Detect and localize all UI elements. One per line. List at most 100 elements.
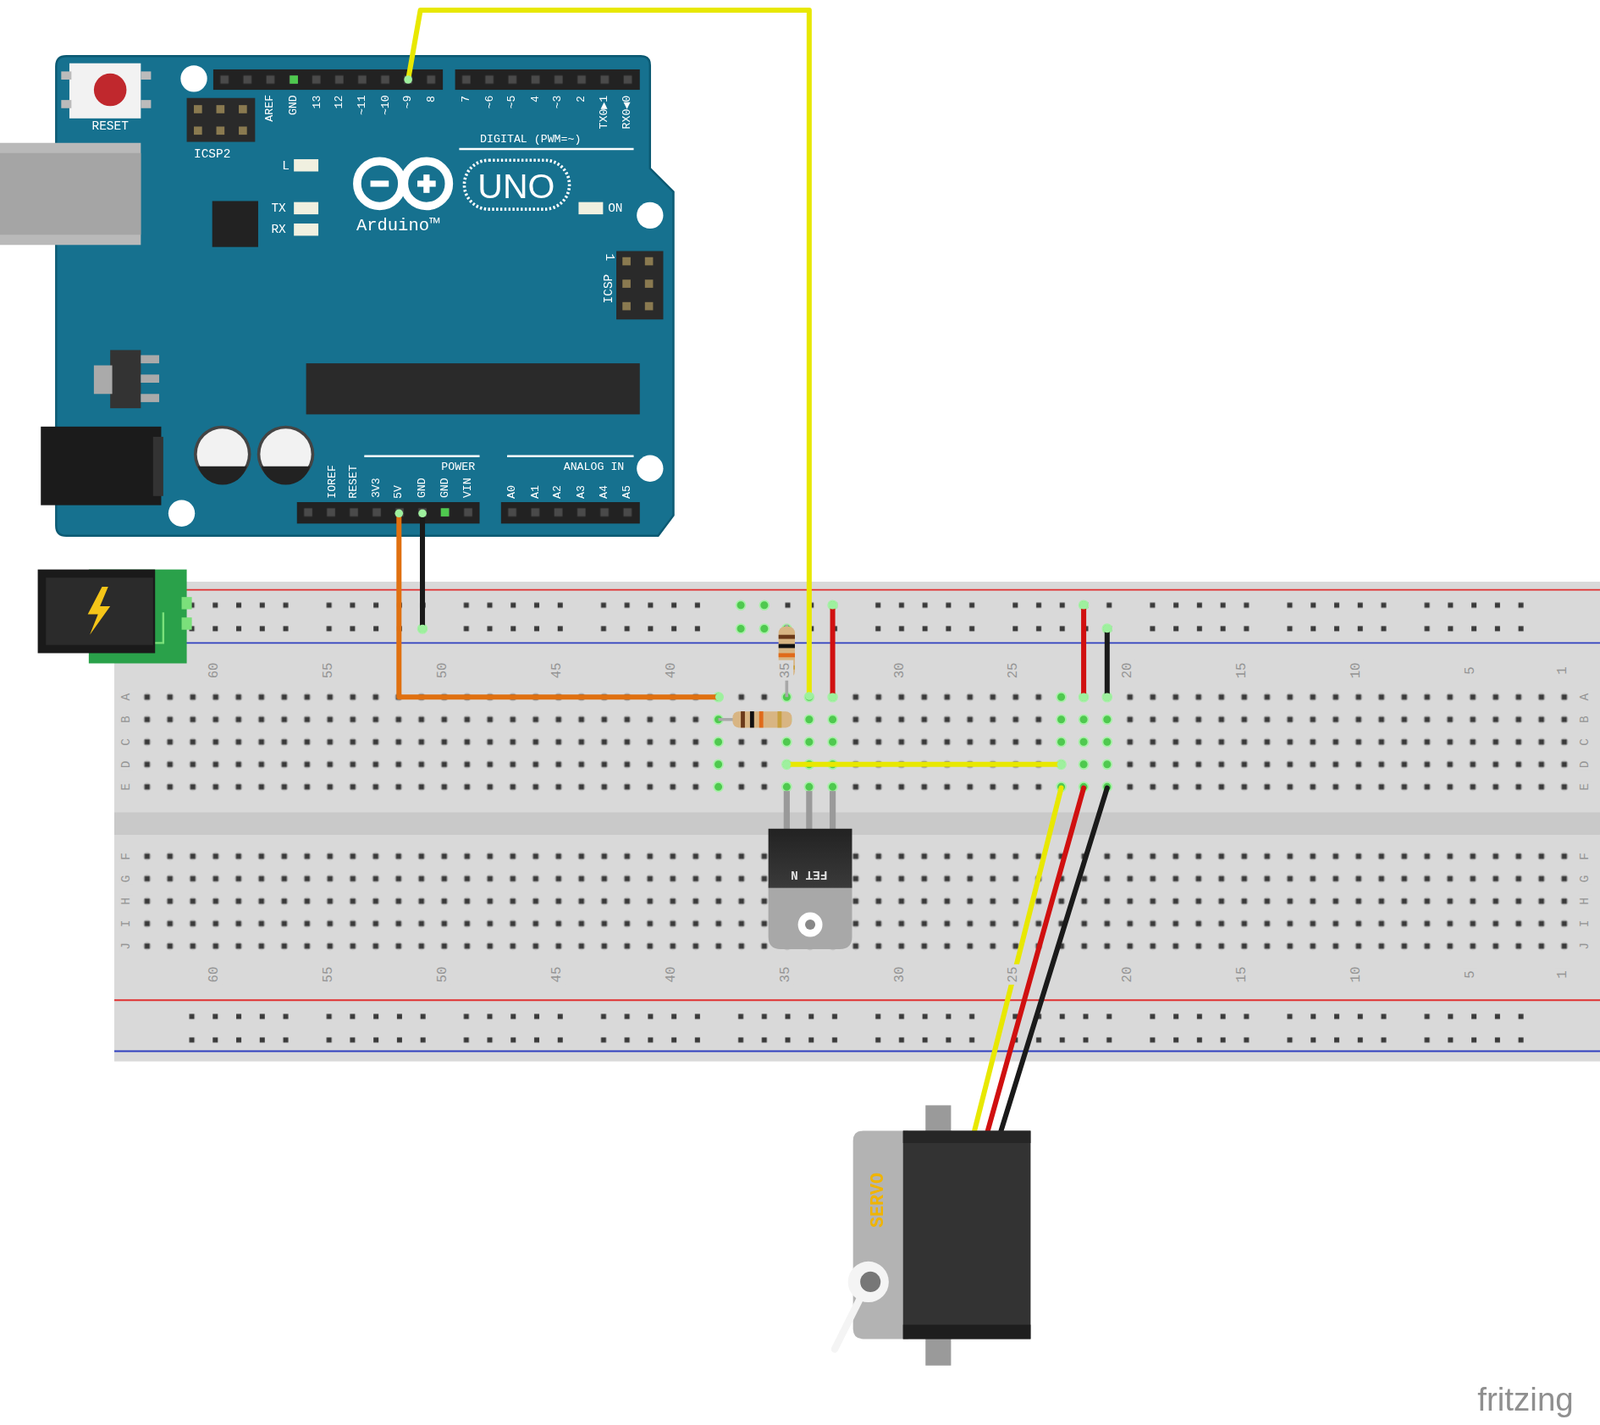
column-number: 50 — [435, 964, 451, 985]
wires — [786, 761, 1061, 767]
arduino-board — [140, 71, 151, 80]
arduino-board — [93, 365, 113, 395]
arduino-board — [455, 69, 640, 90]
servo-motor — [860, 1271, 881, 1292]
arduino-board — [261, 466, 311, 486]
column-number: 10 — [1348, 964, 1364, 985]
wire-ends — [394, 508, 403, 518]
breadboard — [114, 998, 1600, 1001]
pin-label: 13 — [311, 94, 323, 109]
arduino-board — [501, 502, 640, 524]
part-marking: SERVO — [868, 1172, 888, 1228]
connected-holes — [804, 714, 814, 724]
arduino-board — [458, 148, 634, 150]
row-letter: E — [119, 781, 134, 794]
connected-holes — [804, 782, 814, 792]
wire-ends — [1103, 624, 1112, 634]
breadboard — [135, 844, 1576, 958]
row-letter: J — [1577, 940, 1592, 953]
connected-holes — [804, 692, 814, 702]
servo-motor — [848, 1261, 889, 1303]
arduino-board — [403, 160, 449, 206]
arduino-board — [40, 426, 161, 506]
arduino-board — [289, 75, 298, 84]
pin-label: A1 — [529, 484, 541, 498]
mosfet-symbol — [798, 912, 823, 938]
arduino-board — [193, 126, 203, 135]
pin-label: GND — [416, 477, 428, 498]
arduino-board — [645, 302, 654, 311]
connected-holes — [827, 714, 838, 724]
breadboard — [114, 589, 1600, 591]
column-number: 15 — [1234, 964, 1250, 985]
arduino-board — [69, 63, 141, 119]
connected-holes — [827, 600, 838, 610]
arduino-board — [0, 143, 141, 246]
pin-label: 3V3 — [370, 477, 382, 498]
row-letter: D — [1577, 758, 1592, 771]
power-jack — [45, 577, 154, 646]
connected-holes — [1079, 737, 1089, 747]
connected-holes — [1056, 692, 1066, 702]
connected-holes — [736, 600, 746, 610]
board-label: L — [281, 160, 290, 172]
arduino-board — [293, 202, 319, 215]
connected-holes — [782, 759, 792, 769]
connected-holes — [1056, 737, 1066, 747]
wire-ends — [828, 601, 838, 610]
arduino-board — [622, 257, 653, 311]
arduino-board — [297, 502, 480, 524]
servo-motor — [853, 1131, 909, 1340]
pin-label: 4 — [529, 94, 541, 102]
wire-ends — [418, 508, 427, 518]
arduino-board — [140, 99, 151, 109]
resistor-symbol — [777, 711, 782, 728]
breadboard — [180, 1004, 1553, 1052]
arduino-board — [293, 159, 319, 172]
column-number: 55 — [320, 660, 337, 681]
arduino-board — [0, 55, 674, 536]
arduino-board — [463, 160, 569, 210]
column-number: 40 — [663, 660, 679, 681]
arduino-board — [212, 200, 259, 247]
arduino-board — [0, 153, 141, 235]
column-number: 20 — [1120, 964, 1136, 985]
row-letter: F — [1577, 850, 1592, 863]
wires — [398, 10, 1108, 1131]
row-letter: D — [119, 758, 134, 771]
connected-holes — [1102, 692, 1112, 702]
column-number: 35 — [777, 964, 794, 985]
mosfet-symbol — [768, 790, 853, 949]
pin-label: ~3 — [552, 94, 564, 109]
column-number: 40 — [663, 964, 679, 985]
arduino-board — [140, 393, 160, 403]
row-letter: A — [1577, 691, 1592, 704]
arduino-board — [423, 174, 430, 194]
power-jack — [38, 569, 193, 664]
arduino-board — [645, 279, 654, 288]
column-number: 55 — [320, 964, 337, 985]
connected-holes — [827, 782, 838, 792]
arduino-board — [293, 223, 319, 236]
row-letter: I — [119, 917, 134, 930]
row-letter: B — [119, 713, 134, 726]
pin-label: A0 — [506, 484, 518, 498]
pin-label: 2 — [575, 94, 587, 102]
arduino-board — [507, 455, 634, 458]
arduino-board — [168, 500, 195, 527]
row-letter: I — [1577, 917, 1592, 930]
row-letter: E — [1577, 781, 1592, 794]
board-label: RX — [270, 223, 286, 236]
wire-ends — [715, 692, 724, 701]
column-number: 60 — [206, 660, 222, 681]
pin-label: VIN — [463, 477, 475, 498]
row-letter: G — [119, 872, 134, 885]
arduino-board — [636, 455, 663, 482]
board-label: ICSP2 — [193, 148, 231, 160]
resistor-symbol — [732, 711, 792, 728]
breadboard — [114, 641, 1600, 644]
row-letter: C — [1577, 736, 1592, 749]
connected-holes — [1056, 714, 1066, 724]
arduino-board — [238, 104, 248, 114]
wire-ends — [1079, 601, 1088, 610]
